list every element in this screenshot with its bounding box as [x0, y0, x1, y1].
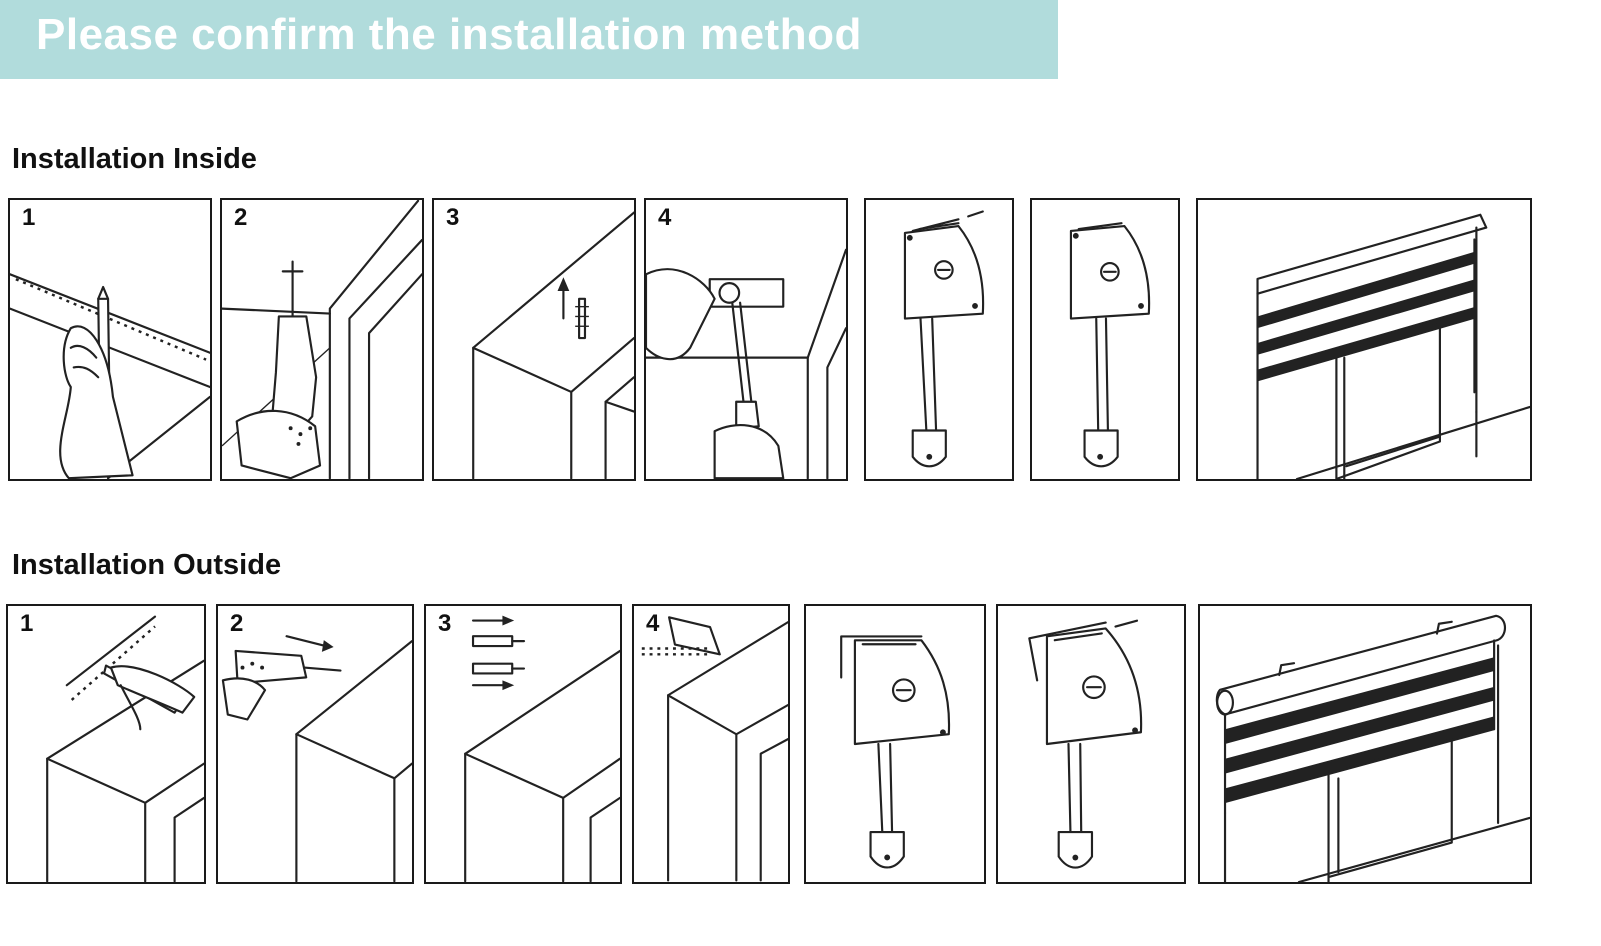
inside-result-panel [1196, 198, 1532, 481]
outside-step-4-panel: 4 [632, 604, 790, 884]
bracket-icon [903, 210, 985, 468]
drill-icon [222, 200, 422, 479]
inside-bracket-panel-a [864, 198, 1014, 481]
step-number: 3 [438, 610, 452, 637]
outside-result-panel [1198, 604, 1532, 884]
bracket-icon [1028, 619, 1143, 869]
section-title-inside: Installation Inside [12, 143, 257, 175]
inside-step-3-panel: 3 [432, 198, 636, 481]
bracket-icon [840, 635, 951, 869]
page-title: Please confirm the installation method [36, 10, 862, 59]
step-number: 1 [20, 610, 34, 637]
step-number: 4 [646, 610, 660, 637]
step-number: 3 [446, 204, 460, 231]
outside-step-1-panel: 1 [6, 604, 206, 884]
inside-step-1-panel: 1 [8, 198, 212, 481]
pencil-icon [10, 273, 210, 479]
wall-plug-icon [464, 615, 620, 882]
inside-step-4-panel: 4 [644, 198, 848, 481]
screwdriver-icon [646, 248, 846, 479]
step-number: 2 [230, 610, 244, 637]
outside-bracket-panel-a [804, 604, 986, 884]
inside-step-2-panel: 2 [220, 198, 424, 481]
pencil-icon [46, 615, 204, 882]
bracket-icon [641, 616, 788, 882]
blind-icon [1256, 213, 1530, 479]
step-number: 1 [22, 204, 36, 231]
outside-bracket-panel-b [996, 604, 1186, 884]
outside-step-3-panel: 3 [424, 604, 622, 884]
bracket-icon [1069, 222, 1151, 468]
blind-icon [1215, 614, 1530, 882]
drill-icon [221, 635, 412, 882]
step-number: 4 [658, 204, 672, 231]
outside-step-2-panel: 2 [216, 604, 414, 884]
inside-bracket-panel-b [1030, 198, 1180, 481]
section-title-outside: Installation Outside [12, 549, 282, 581]
step-number: 2 [234, 204, 248, 231]
header-banner: Please confirm the installation method [0, 0, 1058, 79]
wall-plug-icon [472, 211, 634, 479]
